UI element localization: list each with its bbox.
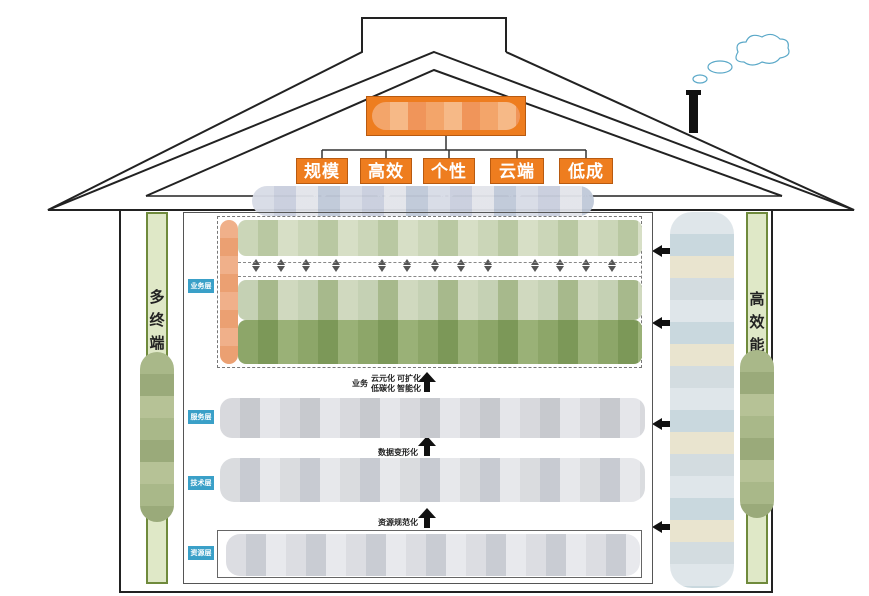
- caption-business-3: 可扩化: [397, 374, 421, 383]
- tag-technology-layer: 技术层: [188, 476, 214, 490]
- right-pillar-char-2: 效: [749, 313, 765, 331]
- feature-scale: 规模化: [296, 158, 348, 208]
- right-pillar-char-1: 高: [749, 290, 765, 308]
- tag-service-layer: 服务层: [188, 410, 214, 424]
- caption-business-prefix: 业务: [352, 379, 368, 388]
- left-pillar-char-3: 端: [149, 334, 165, 352]
- title-redacted: [372, 102, 520, 130]
- business-divider-top: [238, 262, 642, 263]
- feature-low-cost: 低成本: [559, 158, 613, 208]
- business-row-2-redacted: [238, 280, 642, 320]
- business-divider-bottom: [238, 276, 642, 277]
- left-pillar-redacted: [140, 352, 174, 522]
- roof-redacted: [252, 186, 594, 216]
- feature-personalization: 个性化: [423, 158, 475, 208]
- caption-resource: 资源规范化: [378, 518, 418, 527]
- resource-layer-redacted: [226, 534, 640, 576]
- business-layer-side-redacted: [220, 220, 238, 364]
- caption-business-4: 智能化: [397, 384, 421, 393]
- feature-efficiency: 高效化: [360, 158, 412, 208]
- tag-business-layer: 业务层: [188, 279, 214, 293]
- service-layer-redacted: [220, 398, 645, 438]
- caption-business-2: 低碳化: [371, 384, 395, 393]
- caption-business-1: 云元化: [371, 374, 395, 383]
- business-row-1-redacted: [238, 220, 642, 256]
- right-pillar-redacted: [740, 350, 774, 518]
- left-pillar-char-1: 多: [149, 288, 165, 306]
- technology-layer-redacted: [220, 458, 645, 502]
- right-column-redacted: [670, 212, 734, 588]
- caption-technology: 数据变形化: [378, 448, 418, 457]
- layers-frame: [183, 212, 653, 584]
- feature-cloud: 云端化: [490, 158, 544, 208]
- right-pillar-char-3: 能: [749, 336, 765, 354]
- tag-resource-layer: 资源层: [188, 546, 214, 560]
- business-row-3-redacted: [238, 320, 642, 364]
- resource-layer-frame: [217, 530, 642, 578]
- left-pillar-char-2: 终: [149, 311, 165, 329]
